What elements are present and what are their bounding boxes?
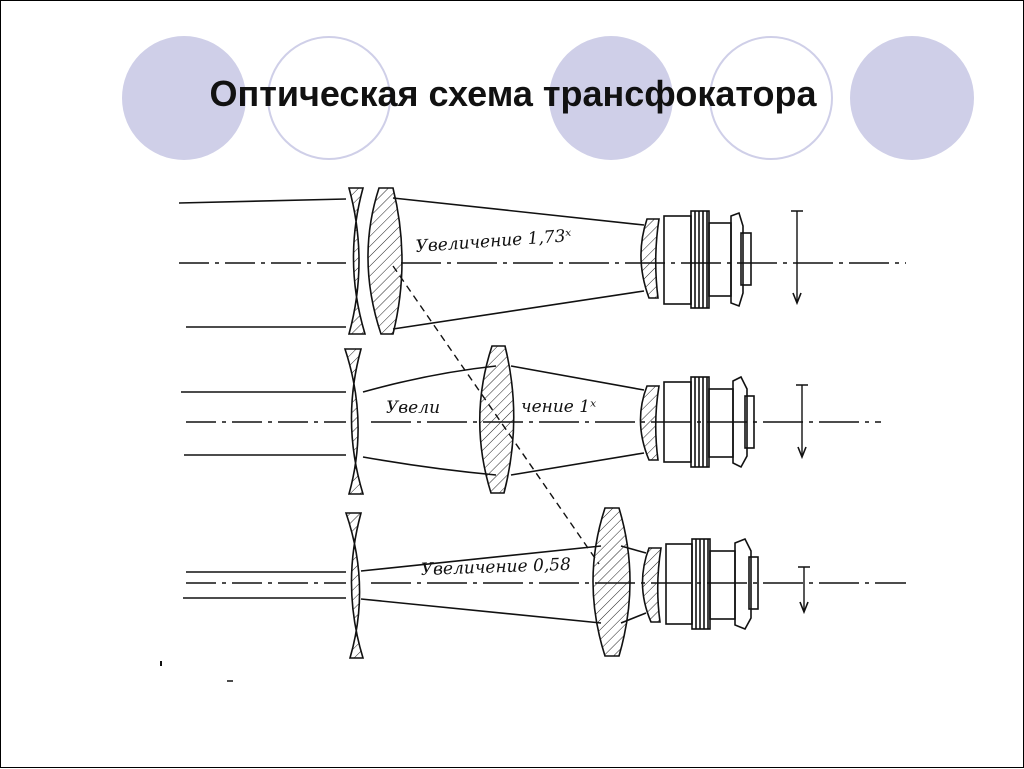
lens-small-3 — [641, 547, 662, 623]
config-2 — [181, 345, 881, 495]
decor-circle-1 — [122, 36, 246, 160]
lens-moving-2 — [478, 345, 515, 494]
objective-body-3 — [709, 550, 736, 620]
lens-small-1 — [640, 218, 660, 299]
objective-body-2 — [708, 388, 734, 458]
lens-front-3 — [344, 512, 365, 659]
decor-circle-4 — [709, 36, 833, 160]
decor-circle-5 — [850, 36, 974, 160]
ray-bottom-mid-2 — [362, 456, 497, 476]
lens-small-2 — [639, 385, 660, 461]
lens-front-1 — [347, 187, 367, 335]
decor-circle-2 — [267, 36, 391, 160]
lens-front-2 — [343, 348, 365, 495]
config-1 — [178, 187, 906, 335]
lens-moving-3 — [592, 507, 631, 657]
decor-circle-3 — [549, 36, 673, 160]
objective-rear-2 — [732, 375, 748, 469]
magnification-label-3: Увеличение 0,58 — [420, 555, 571, 580]
magnification-label-1: Увеличение 1,73ˣ — [415, 226, 572, 257]
ray-top-mid-2 — [362, 365, 497, 393]
page-title: Оптическая схема трансфокатора — [209, 73, 817, 114]
magnification-label-2a: Увели — [386, 398, 440, 418]
lens-moving-1 — [367, 187, 403, 335]
objective-ring-3 — [665, 543, 693, 625]
ray-top-in-1 — [178, 198, 347, 204]
config-3 — [183, 507, 906, 659]
objective-rear-1 — [730, 211, 744, 308]
ray-top-mid-3 — [360, 545, 602, 572]
objective-ring-1 — [663, 215, 692, 305]
magnification-label-2b: чение 1ˣ — [521, 397, 596, 417]
objective-rear-3 — [734, 537, 752, 631]
ray-bottom-mid-3 — [360, 598, 602, 624]
ray-top-out-1 — [392, 197, 645, 226]
objective-body-1 — [708, 222, 732, 297]
ray-bottom-out-1 — [392, 290, 645, 330]
